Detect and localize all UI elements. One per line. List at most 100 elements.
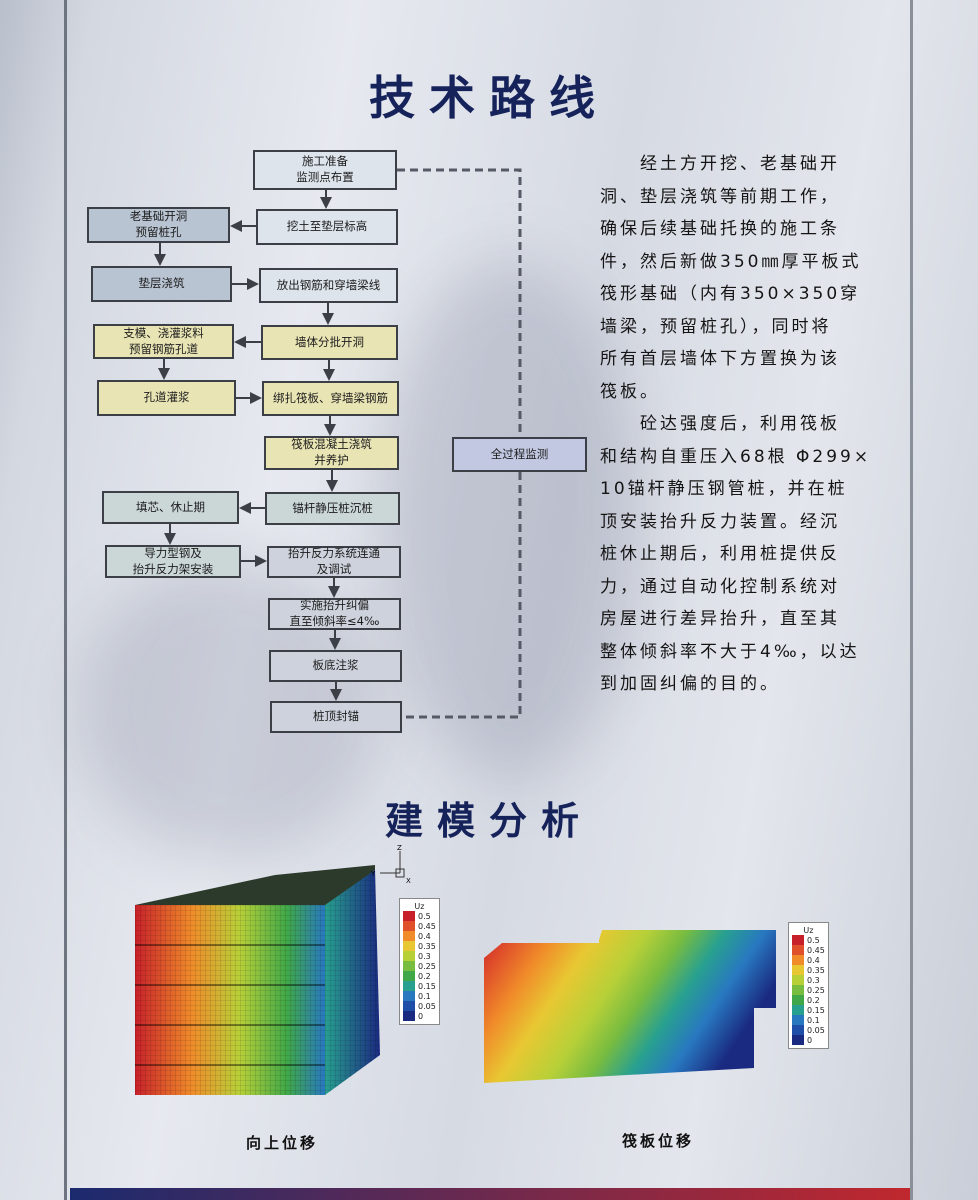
axis-x-label: X: [406, 877, 411, 883]
legend-swatch: [403, 1011, 415, 1021]
legend-value: 0.5: [418, 911, 431, 921]
legend-swatch: [403, 911, 415, 921]
legend-entry: 0.4: [792, 955, 825, 965]
section-title-tech-route: 技术路线: [369, 71, 609, 125]
flow-step-monitor: 全过程监测: [452, 437, 587, 472]
legend-entry: 0.35: [792, 965, 825, 975]
paragraph-line: 整体倾斜率不大于4‰，以达: [600, 641, 860, 662]
paragraph-line: 洞、垫层浇筑等前期工作，: [600, 186, 840, 207]
legend-entry: 0.1: [403, 991, 436, 1001]
flow-step-pile: 锚杆静压桩沉桩: [265, 492, 400, 525]
legend-swatch: [403, 931, 415, 941]
legend-value: 0.1: [418, 991, 431, 1001]
legend-entry: 0.05: [403, 1001, 436, 1011]
flow-step-wall-open: 墙体分批开洞: [261, 325, 398, 360]
legend-value: 0.35: [418, 941, 436, 951]
legend-swatch: [792, 1015, 804, 1025]
paragraph-line: 桩休止期后，利用桩提供反: [600, 544, 840, 564]
shadow: [380, 260, 640, 780]
paragraph-line: 10锚杆静压钢管桩，并在桩: [600, 479, 848, 499]
legend-entry: 0.25: [792, 985, 825, 995]
flow-step-old-foundation: 老基础开洞 预留桩孔: [87, 207, 230, 243]
legend-value: 0.5: [807, 935, 820, 945]
flow-step-seal: 桩顶封锚: [270, 701, 402, 733]
caption-upward-displacement: 向上位移: [246, 1134, 319, 1152]
legend-swatch: [403, 981, 415, 991]
legend-value: 0.45: [418, 921, 436, 931]
legend-value: 0.05: [418, 1001, 436, 1011]
flow-step-bottom-grout: 板底注浆: [269, 650, 402, 682]
section-title-modeling: 建模分析: [384, 799, 593, 843]
axis-y-label: Y: [370, 870, 376, 878]
legend-swatch: [792, 955, 804, 965]
legend-title: Uz: [803, 926, 814, 935]
legend-swatch: [792, 975, 804, 985]
flow-step-pour: 筏板混凝土浇筑 并养护: [264, 436, 399, 470]
legend-value: 0.1: [807, 1015, 820, 1025]
legend-entry: 0.4: [403, 931, 436, 941]
paragraph-line: 房屋进行差异抬升，直至其: [600, 609, 840, 629]
legend-entry: 0.15: [403, 981, 436, 991]
paragraph-line: 和结构自重压入68根 Φ299×: [600, 446, 872, 467]
legend-value: 0.15: [418, 981, 436, 991]
legend-value: 0.4: [807, 955, 820, 965]
legend-value: 0.3: [418, 951, 431, 961]
legend-value: 0.15: [807, 1005, 825, 1015]
paragraph-line: 件，然后新做350㎜厚平板式: [600, 251, 862, 272]
description-paragraph: 经土方开挖、老基础开洞、垫层浇筑等前期工作， 确保后续基础托换的施工条件，然后新做…: [600, 148, 900, 701]
paragraph-line: 墙梁，预留桩孔），同时将: [600, 316, 832, 337]
paragraph-line: 所有首层墙体下方置换为该: [600, 349, 840, 369]
axis-z-label: Z: [397, 844, 402, 852]
flow-connectors: [154, 168, 522, 719]
legend-entry: 0.1: [792, 1015, 825, 1025]
legend-entry: 0.5: [792, 935, 825, 945]
legend-swatch: [403, 941, 415, 951]
legend-entry: 0: [403, 1011, 436, 1021]
legend-entry: 0.3: [792, 975, 825, 985]
legend-swatch: [792, 935, 804, 945]
caption-raft-displacement: 筏板位移: [622, 1132, 695, 1150]
legend-swatch: [792, 1035, 804, 1045]
legend-swatch: [403, 1001, 415, 1011]
legend-entry: 0.2: [792, 995, 825, 1005]
legend-swatch: [403, 971, 415, 981]
flow-step-lift: 实施抬升纠偏 直至倾斜率≤4‰: [268, 598, 401, 630]
legend-swatch: [403, 991, 415, 1001]
legend-entry: 0.45: [792, 945, 825, 955]
legend-swatch: [792, 1005, 804, 1015]
legend-entry: 0.05: [792, 1025, 825, 1035]
legend-entry: 0.35: [403, 941, 436, 951]
legend-swatch: [403, 961, 415, 971]
legend-value: 0: [418, 1011, 424, 1021]
legend-value: 0.45: [807, 945, 825, 955]
legend-title: Uz: [414, 902, 425, 911]
poster-right-edge: [910, 0, 913, 1200]
legend-entry: 0.15: [792, 1005, 825, 1015]
legend-value: 0.4: [418, 931, 431, 941]
building-displacement-model: [135, 865, 380, 1095]
flow-step-fill: 填芯、休止期: [102, 491, 239, 524]
paragraph-line: 确保后续基础托换的施工条: [600, 219, 840, 239]
flow-step-grout-hole: 孔道灌浆: [97, 380, 236, 416]
flow-step-formwork: 支模、浇灌浆料 预留钢筋孔道: [93, 324, 234, 359]
flow-step-cushion: 垫层浇筑: [91, 266, 232, 302]
paragraph-line: 力，通过自动化控制系统对: [600, 576, 840, 597]
paragraph-line: 筏板。: [600, 381, 660, 402]
paragraph-line: 经土方开挖、老基础开: [600, 154, 840, 174]
legend-value: 0.05: [807, 1025, 825, 1035]
legend-value: 0.2: [807, 995, 820, 1005]
legend-swatch: [792, 985, 804, 995]
legend-value: 0.2: [418, 971, 431, 981]
legend-entry: 0.25: [403, 961, 436, 971]
raft-displacement-contour: [484, 930, 776, 1083]
legend-entry: 0.45: [403, 921, 436, 931]
flow-step-steel: 导力型钢及 抬升反力架安装: [105, 545, 241, 578]
poster-bottom-stripe: [70, 1188, 910, 1200]
legend-entry: 0.5: [403, 911, 436, 921]
legend-value: 0.3: [807, 975, 820, 985]
flow-step-rebar: 绑扎筏板、穿墙梁钢筋: [262, 381, 399, 416]
legend-swatch: [792, 1025, 804, 1035]
legend-swatch: [403, 951, 415, 961]
